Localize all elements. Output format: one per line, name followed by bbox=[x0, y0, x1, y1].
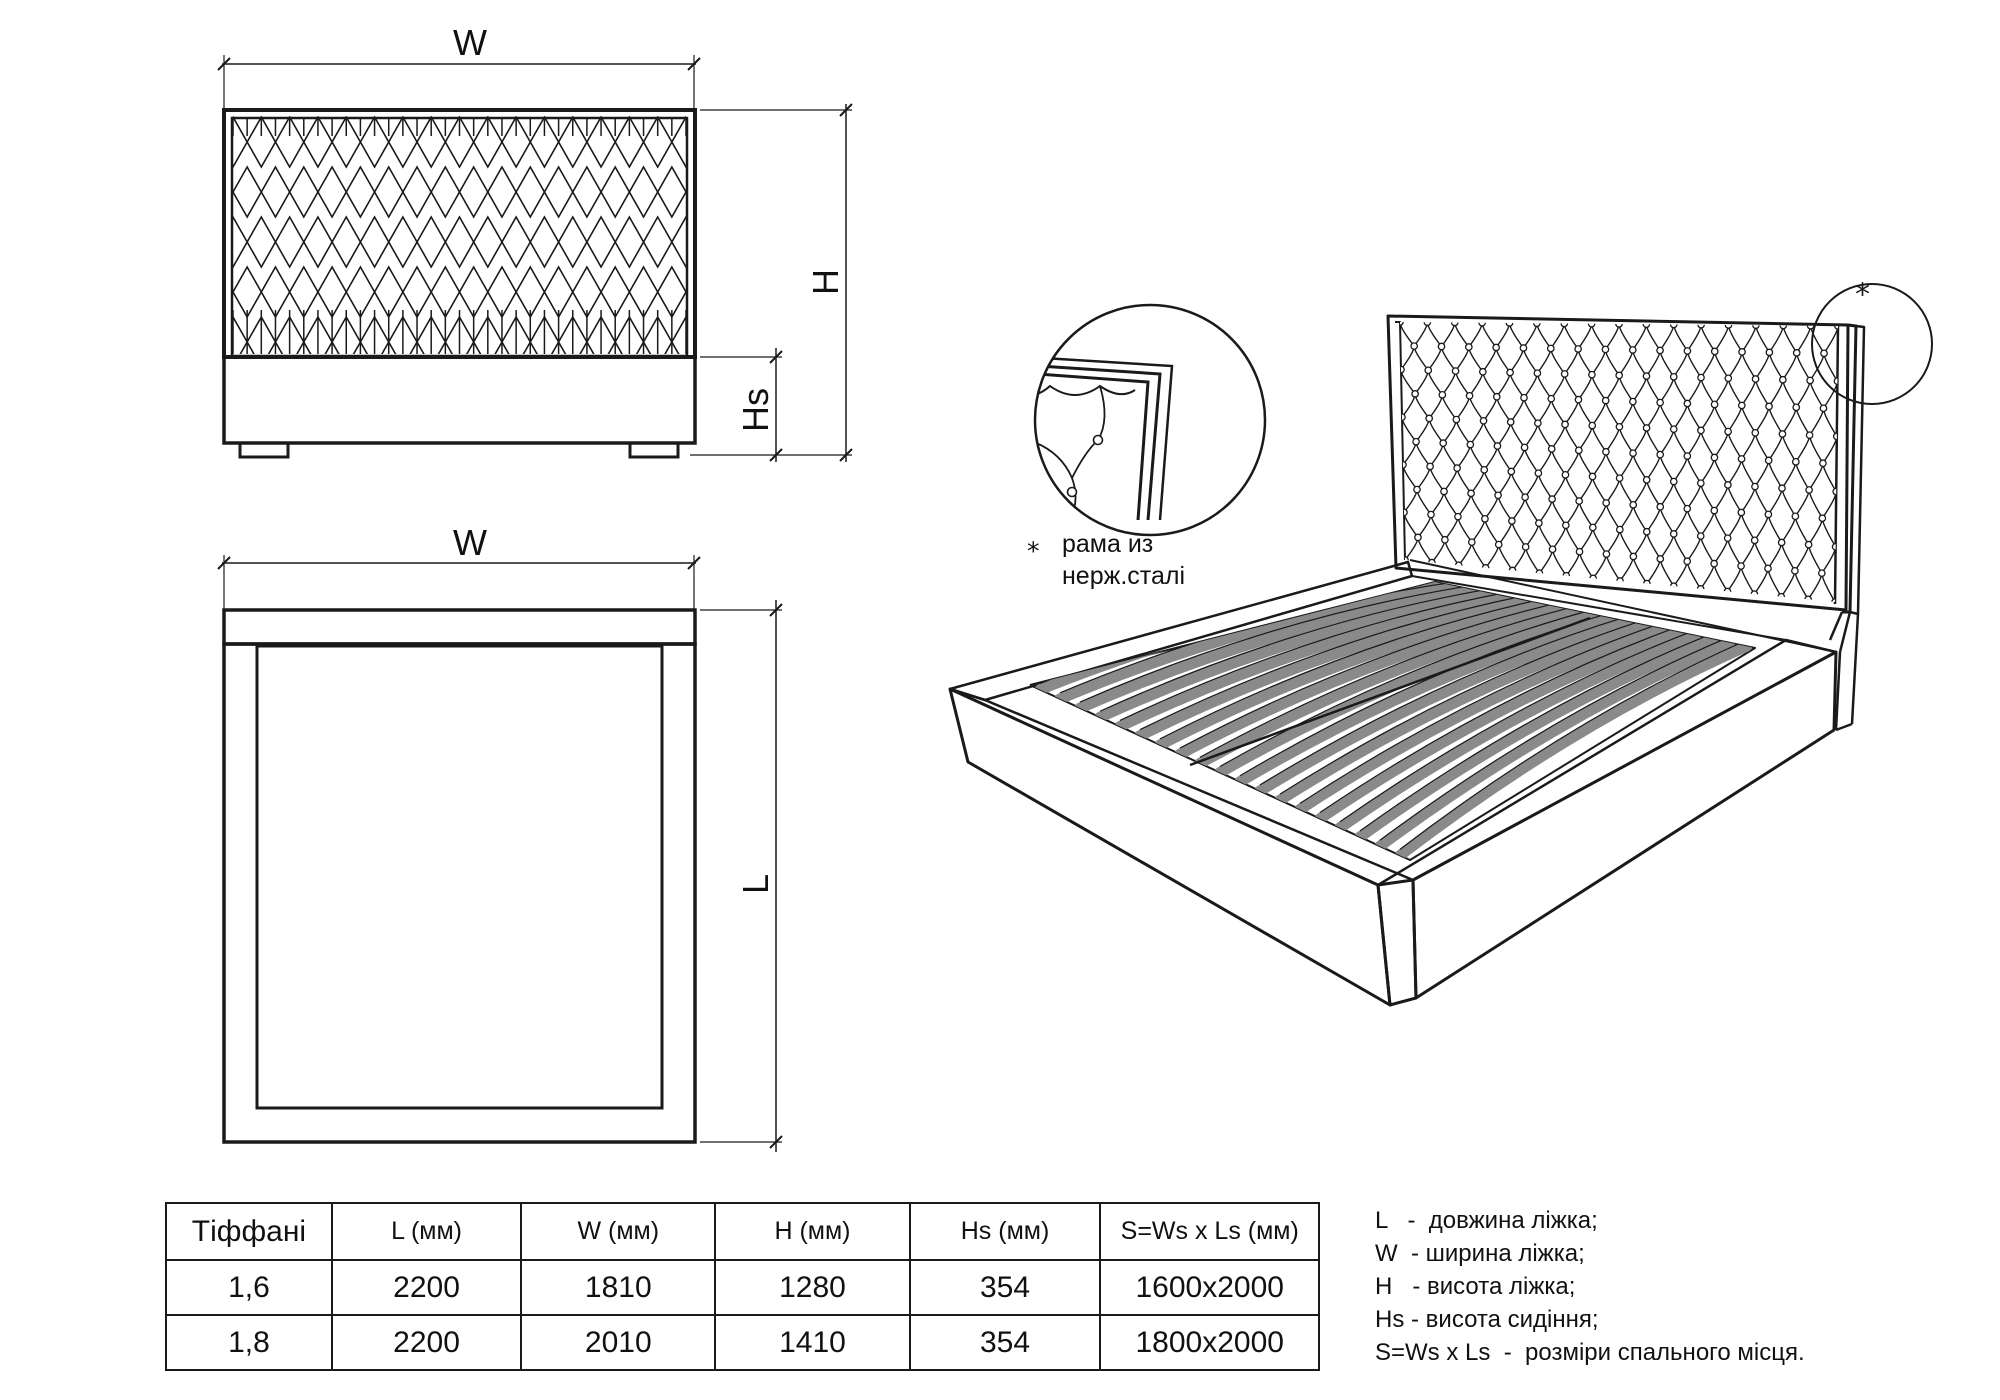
cell-seat-height: 354 bbox=[908, 1314, 1102, 1371]
cell-width: 2010 bbox=[520, 1314, 717, 1371]
col-header-height: H (мм) bbox=[714, 1202, 911, 1261]
cell-model: 1,8 bbox=[165, 1314, 333, 1371]
top-width-label: W bbox=[453, 522, 487, 563]
detail-marker-glyph: ⁎ bbox=[1027, 530, 1040, 558]
cell-seat-height: 354 bbox=[908, 1259, 1102, 1316]
legend-item-width: W - ширина ліжка; bbox=[1375, 1240, 1585, 1267]
cell-sleep-area: 1600x2000 bbox=[1099, 1259, 1320, 1316]
top-length-label: L bbox=[735, 874, 776, 894]
spec-table: Тіффані L (мм) W (мм) H (мм) Hs (мм) S=W… bbox=[165, 1202, 1320, 1371]
front-quilting-pattern bbox=[233, 116, 686, 354]
front-view bbox=[217, 55, 853, 462]
legend-item-length: L - довжина ліжка; bbox=[1375, 1207, 1598, 1234]
front-height-label: H bbox=[805, 269, 846, 295]
detail-note-line1: рама из bbox=[1062, 530, 1153, 558]
legend: L - довжина ліжка; W - ширина ліжка; H -… bbox=[1375, 1204, 1805, 1369]
col-header-width: W (мм) bbox=[520, 1202, 717, 1261]
front-seat-height-label: Hs bbox=[735, 388, 776, 432]
table-header-row: Тіффані L (мм) W (мм) H (мм) Hs (мм) S=W… bbox=[165, 1202, 1320, 1261]
cell-model: 1,6 bbox=[165, 1259, 333, 1316]
cell-sleep-area: 1800x2000 bbox=[1099, 1314, 1320, 1371]
frame-detail-circle bbox=[1033, 303, 1267, 537]
cell-height: 1410 bbox=[714, 1314, 911, 1371]
cell-height: 1280 bbox=[714, 1259, 911, 1316]
legend-item-sleep-area: S=Ws x Ls - розміри спального місця. bbox=[1375, 1339, 1805, 1366]
slat-base bbox=[1034, 582, 1753, 860]
col-header-seat-height: Hs (мм) bbox=[908, 1202, 1102, 1261]
col-header-model: Тіффані bbox=[165, 1202, 333, 1261]
legend-item-height: H - висота ліжка; bbox=[1375, 1273, 1576, 1300]
top-view bbox=[217, 555, 783, 1152]
col-header-length: L (мм) bbox=[330, 1202, 523, 1261]
table-row: 1,8 2200 2010 1410 354 1800x2000 bbox=[165, 1314, 1320, 1371]
cell-width: 1810 bbox=[520, 1259, 717, 1316]
perspective-bed: ⁎ bbox=[948, 269, 1933, 1007]
cell-length: 2200 bbox=[330, 1314, 523, 1371]
col-header-sleep-area: S=Ws x Ls (мм) bbox=[1099, 1202, 1320, 1261]
detail-note-line2: нерж.сталі bbox=[1062, 562, 1185, 590]
front-width-label: W bbox=[453, 22, 487, 63]
cell-length: 2200 bbox=[330, 1259, 523, 1316]
frame-marker-glyph: ⁎ bbox=[1855, 269, 1870, 302]
legend-item-seat-height: Hs - висота сидіння; bbox=[1375, 1306, 1599, 1333]
table-row: 1,6 2200 1810 1280 354 1600x2000 bbox=[165, 1259, 1320, 1316]
